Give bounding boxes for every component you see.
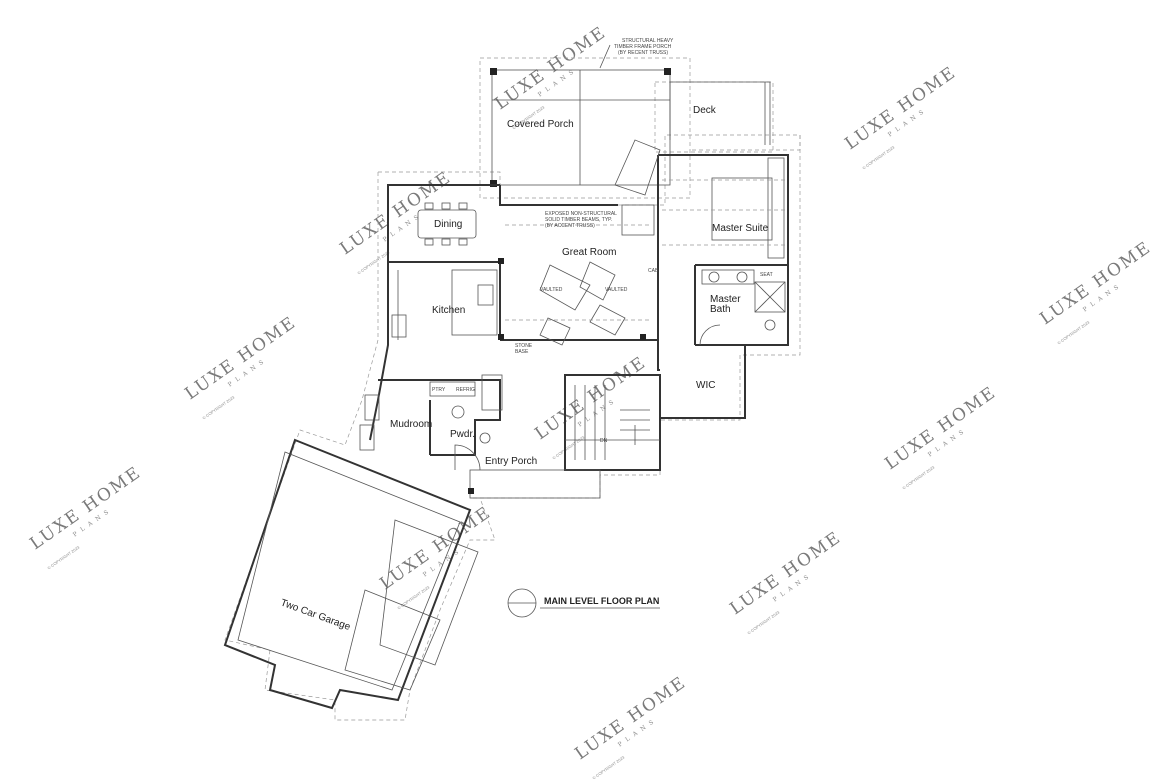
svg-text:BASE: BASE — [515, 349, 529, 355]
master-suite-details — [662, 157, 788, 346]
watermark: LUXE HOME PLANS © COPYRIGHT 2023 — [491, 22, 610, 130]
kitchen-details — [391, 269, 498, 340]
svg-text:LUXE HOME: LUXE HOME — [571, 672, 690, 764]
entry-porch-area — [454, 444, 601, 499]
annotations: STRUCTURAL HEAVY TIMBER FRAME PORCH (BY … — [432, 38, 773, 444]
svg-text:© COPYRIGHT 2023: © COPYRIGHT 2023 — [356, 249, 390, 275]
label-garage: Two Car Garage — [279, 597, 352, 633]
svg-text:(BY ACCENT TRUSS): (BY ACCENT TRUSS) — [545, 223, 595, 229]
svg-text:© COPYRIGHT 2023: © COPYRIGHT 2023 — [591, 754, 625, 779]
label-mudroom: Mudroom — [390, 419, 432, 430]
svg-text:© COPYRIGHT 2023: © COPYRIGHT 2023 — [861, 144, 895, 170]
svg-text:LUXE HOME: LUXE HOME — [181, 312, 300, 404]
svg-text:LUXE HOME: LUXE HOME — [376, 502, 495, 594]
great-room-details — [498, 139, 661, 346]
watermark: LUXE HOME PLANS © COPYRIGHT 2023 — [26, 462, 145, 570]
svg-text:REFRIG: REFRIG — [456, 387, 475, 393]
svg-text:(BY RECENT TRUSS): (BY RECENT TRUSS) — [618, 50, 668, 56]
svg-text:© COPYRIGHT 2023: © COPYRIGHT 2023 — [1056, 319, 1090, 345]
mudroom-details — [359, 381, 491, 451]
label-master-bath-line1: Master — [710, 294, 741, 305]
plan-title-block: MAIN LEVEL FLOOR PLAN — [507, 588, 660, 618]
svg-text:© COPYRIGHT 2023: © COPYRIGHT 2023 — [46, 544, 80, 570]
watermark: LUXE HOME PLANS © COPYRIGHT 2023 — [726, 527, 845, 635]
svg-text:EXPOSED NON-STRUCTURAL: EXPOSED NON-STRUCTURAL — [545, 211, 617, 217]
room-labels: Covered Porch Deck Dining Great Room Mas… — [279, 105, 769, 633]
svg-text:© COPYRIGHT 2023: © COPYRIGHT 2023 — [201, 394, 235, 420]
watermark: LUXE HOME PLANS © COPYRIGHT 2023 — [181, 312, 300, 420]
svg-text:LUXE HOME: LUXE HOME — [336, 167, 455, 259]
label-dining: Dining — [434, 219, 462, 230]
label-covered-porch: Covered Porch — [507, 119, 574, 130]
svg-text:STRUCTURAL HEAVY: STRUCTURAL HEAVY — [622, 38, 674, 44]
watermark: LUXE HOME PLANS © COPYRIGHT 2023 — [531, 352, 650, 460]
svg-text:LUXE HOME: LUXE HOME — [841, 62, 960, 154]
deck-area — [669, 81, 771, 145]
svg-text:SEAT: SEAT — [760, 272, 773, 278]
svg-text:STONE: STONE — [515, 343, 533, 349]
svg-text:TIMBER FRAME PORCH: TIMBER FRAME PORCH — [614, 44, 672, 50]
label-deck: Deck — [693, 105, 717, 116]
svg-text:VAULTED: VAULTED — [605, 287, 628, 293]
dining-table — [417, 202, 477, 246]
watermark: LUXE HOME PLANS © COPYRIGHT 2023 — [841, 62, 960, 170]
garage-area — [223, 438, 479, 710]
svg-text:VAULTED: VAULTED — [540, 287, 563, 293]
svg-text:PTRY: PTRY — [432, 387, 446, 393]
label-kitchen: Kitchen — [432, 305, 465, 316]
svg-text:LUXE HOME: LUXE HOME — [726, 527, 845, 619]
label-wic: WIC — [696, 380, 715, 391]
svg-text:LUXE HOME: LUXE HOME — [1036, 237, 1155, 329]
svg-text:© COPYRIGHT 2023: © COPYRIGHT 2023 — [901, 464, 935, 490]
label-powder: Pwdr. — [450, 429, 475, 440]
watermark: LUXE HOME PLANS © COPYRIGHT 2023 — [571, 672, 690, 779]
label-master-bath-line2: Bath — [710, 304, 731, 315]
label-great-room: Great Room — [562, 247, 616, 258]
svg-text:CAB: CAB — [648, 268, 659, 274]
svg-text:LUXE HOME: LUXE HOME — [881, 382, 1000, 474]
stair-details — [574, 385, 650, 460]
covered-porch-area — [490, 44, 671, 187]
svg-text:DN: DN — [600, 438, 608, 444]
watermark: LUXE HOME PLANS © COPYRIGHT 2023 — [1036, 237, 1155, 345]
svg-text:LUXE HOME: LUXE HOME — [26, 462, 145, 554]
watermark: LUXE HOME PLANS © COPYRIGHT 2023 — [376, 502, 495, 610]
label-entry-porch: Entry Porch — [485, 456, 537, 467]
watermark: LUXE HOME PLANS © COPYRIGHT 2023 — [881, 382, 1000, 490]
watermark-layer: LUXE HOME PLANS © COPYRIGHT 2023 LUXE HO… — [26, 22, 1155, 779]
label-master-suite: Master Suite — [712, 223, 769, 234]
svg-text:© COPYRIGHT 2023: © COPYRIGHT 2023 — [746, 609, 780, 635]
plan-title: MAIN LEVEL FLOOR PLAN — [544, 596, 659, 606]
svg-text:© COPYRIGHT 2023: © COPYRIGHT 2023 — [551, 434, 585, 460]
house-walls — [369, 154, 789, 471]
svg-text:SOLID TIMBER BEAMS, TYP.: SOLID TIMBER BEAMS, TYP. — [545, 217, 612, 223]
